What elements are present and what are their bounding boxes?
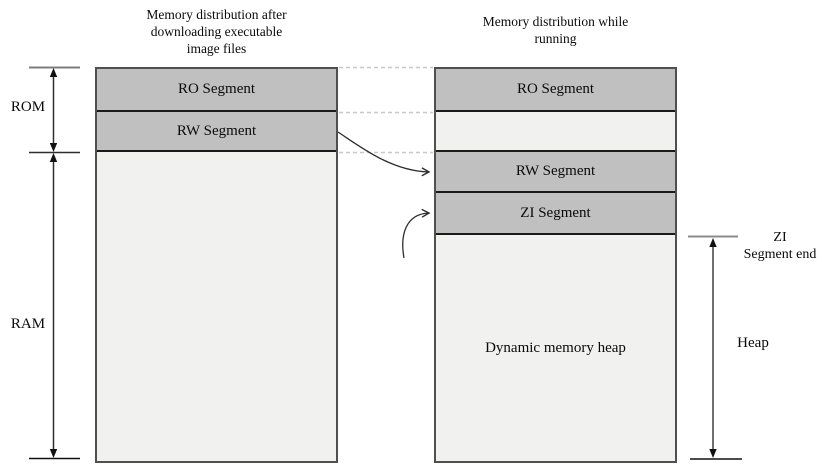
zi-end-line-2: Segment end xyxy=(743,247,817,262)
heap-extent-arrow xyxy=(709,238,717,458)
zi-segment-end-label: ZI Segment end xyxy=(728,229,829,263)
segment-label: Dynamic memory heap xyxy=(485,339,626,356)
left-title-line-1: Memory distribution after xyxy=(146,7,287,22)
rom-extent-arrow xyxy=(49,68,58,152)
zi-end-line-1: ZI xyxy=(773,230,787,245)
heap-label: Heap xyxy=(737,335,769,351)
ram-extent-arrow xyxy=(49,153,58,458)
right-title-line-2: running xyxy=(534,31,577,46)
ram-label: RAM xyxy=(10,316,46,332)
segment-label: RO Segment xyxy=(177,81,256,97)
segment-gap-right xyxy=(436,112,675,152)
relocation-arrow-rw xyxy=(337,131,431,177)
rom-label: ROM xyxy=(10,99,46,115)
segment-label: RO Segment xyxy=(516,81,595,97)
memory-column-after-download: RO Segment RW Segment xyxy=(95,67,338,463)
segment-zi-right: ZI Segment xyxy=(436,193,675,235)
segment-empty-left xyxy=(97,152,336,461)
left-title-line-3: image files xyxy=(186,41,247,56)
memory-column-running: RO Segment RW Segment ZI Segment Dynamic… xyxy=(434,67,677,463)
segment-heap-right: Dynamic memory heap xyxy=(436,235,675,461)
segment-label: RW Segment xyxy=(515,163,596,179)
segment-label: RW Segment xyxy=(176,122,257,139)
left-column-title: Memory distribution after downloading ex… xyxy=(95,6,338,57)
segment-ro-left: RO Segment xyxy=(97,69,336,112)
right-column-title: Memory distribution while running xyxy=(424,13,687,47)
relocation-arrow-zi xyxy=(402,208,431,259)
segment-rw-right: RW Segment xyxy=(436,152,675,193)
segment-ro-right: RO Segment xyxy=(436,69,675,112)
right-title-line-1: Memory distribution while xyxy=(482,14,629,29)
left-title-line-2: downloading executable xyxy=(150,24,283,39)
segment-label: ZI Segment xyxy=(520,204,591,221)
segment-rw-left: RW Segment xyxy=(97,112,336,152)
